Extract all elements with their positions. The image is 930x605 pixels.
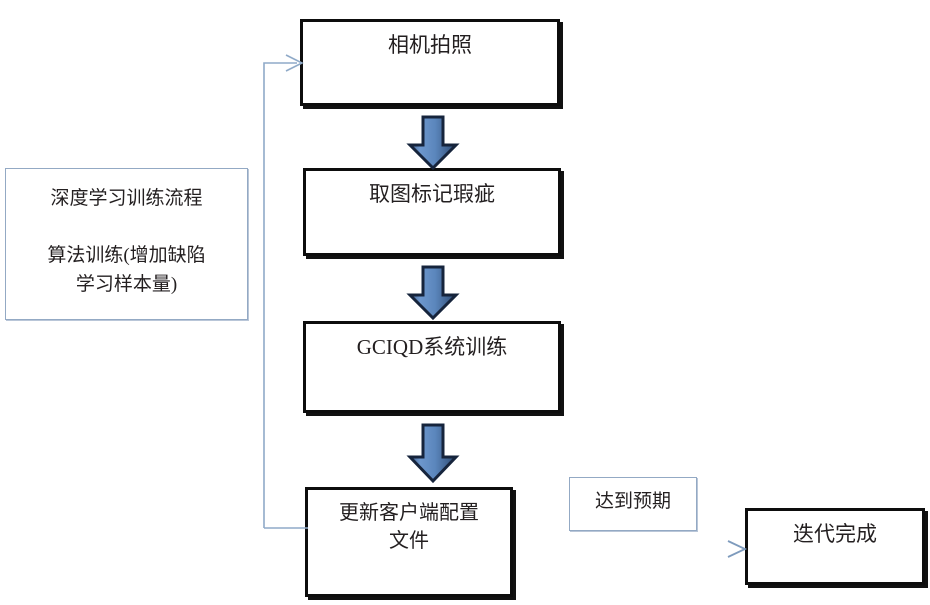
node-gciqd-training-label: GCIQD系统训练: [356, 335, 508, 359]
node-mark-defects[interactable]: 取图标记瑕疵: [303, 168, 561, 256]
edge-label-meets-expectation-text: 达到预期: [594, 491, 671, 512]
annotation-box-training-process: 深度学习训练流程 算法训练(增加缺陷 学习样本量): [5, 168, 248, 320]
feedback-connector-stub: [264, 527, 308, 529]
edge-label-meets-expectation: 达到预期: [569, 477, 697, 531]
node-camera-capture-label: 相机拍照: [388, 33, 472, 57]
annotation-line-1: 深度学习训练流程: [50, 188, 203, 209]
annotation-line-3: 学习样本量): [75, 274, 178, 295]
node-update-client-config-label: 更新客户端配置 文件: [339, 502, 479, 552]
block-arrow-down-capture-to-mark: [406, 115, 460, 171]
block-arrow-down-mark-to-training: [406, 265, 460, 321]
node-update-client-config[interactable]: 更新客户端配置 文件: [305, 487, 513, 597]
annotation-line-2: 算法训练(增加缺陷: [47, 245, 206, 266]
node-gciqd-training[interactable]: GCIQD系统训练: [303, 321, 561, 413]
feedback-connector-config-to-capture: [263, 54, 304, 528]
block-arrow-down-training-to-config: [406, 423, 460, 484]
node-camera-capture[interactable]: 相机拍照: [300, 19, 560, 106]
node-mark-defects-label: 取图标记瑕疵: [369, 182, 495, 206]
connector-config-to-iteration-complete: [511, 540, 748, 558]
node-iteration-complete-label: 迭代完成: [793, 522, 877, 546]
node-iteration-complete[interactable]: 迭代完成: [745, 508, 925, 585]
